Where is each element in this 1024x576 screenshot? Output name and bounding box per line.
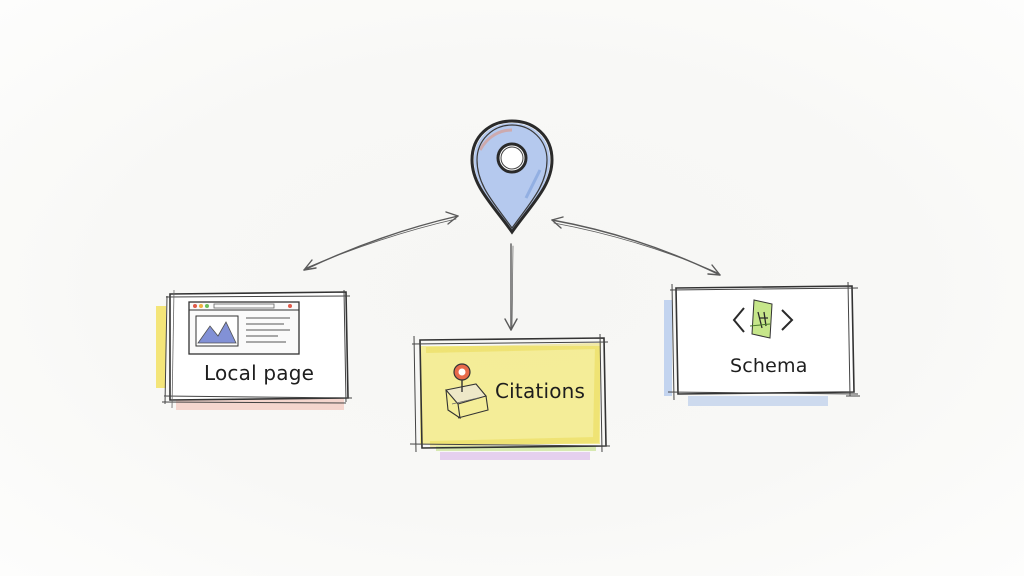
schema-label: Schema (730, 355, 808, 377)
code-brackets-icon (732, 299, 794, 339)
node-citations (409, 333, 611, 460)
arrowhead-right-start (551, 216, 564, 229)
pin-on-box-icon (444, 363, 489, 420)
arrowhead-left-start (445, 211, 459, 225)
node-local-page (156, 289, 353, 410)
arrowhead-left-end (303, 259, 317, 271)
browser-window-icon (188, 301, 300, 355)
local-page-label: Local page (204, 361, 315, 385)
connectors (303, 211, 721, 331)
arrowhead-down (504, 318, 518, 331)
map-pin-icon (470, 119, 554, 235)
arrowhead-right-end (707, 264, 721, 276)
citations-label: Citations (495, 379, 586, 403)
arrow-to-schema (551, 219, 721, 276)
node-schema (664, 281, 860, 406)
